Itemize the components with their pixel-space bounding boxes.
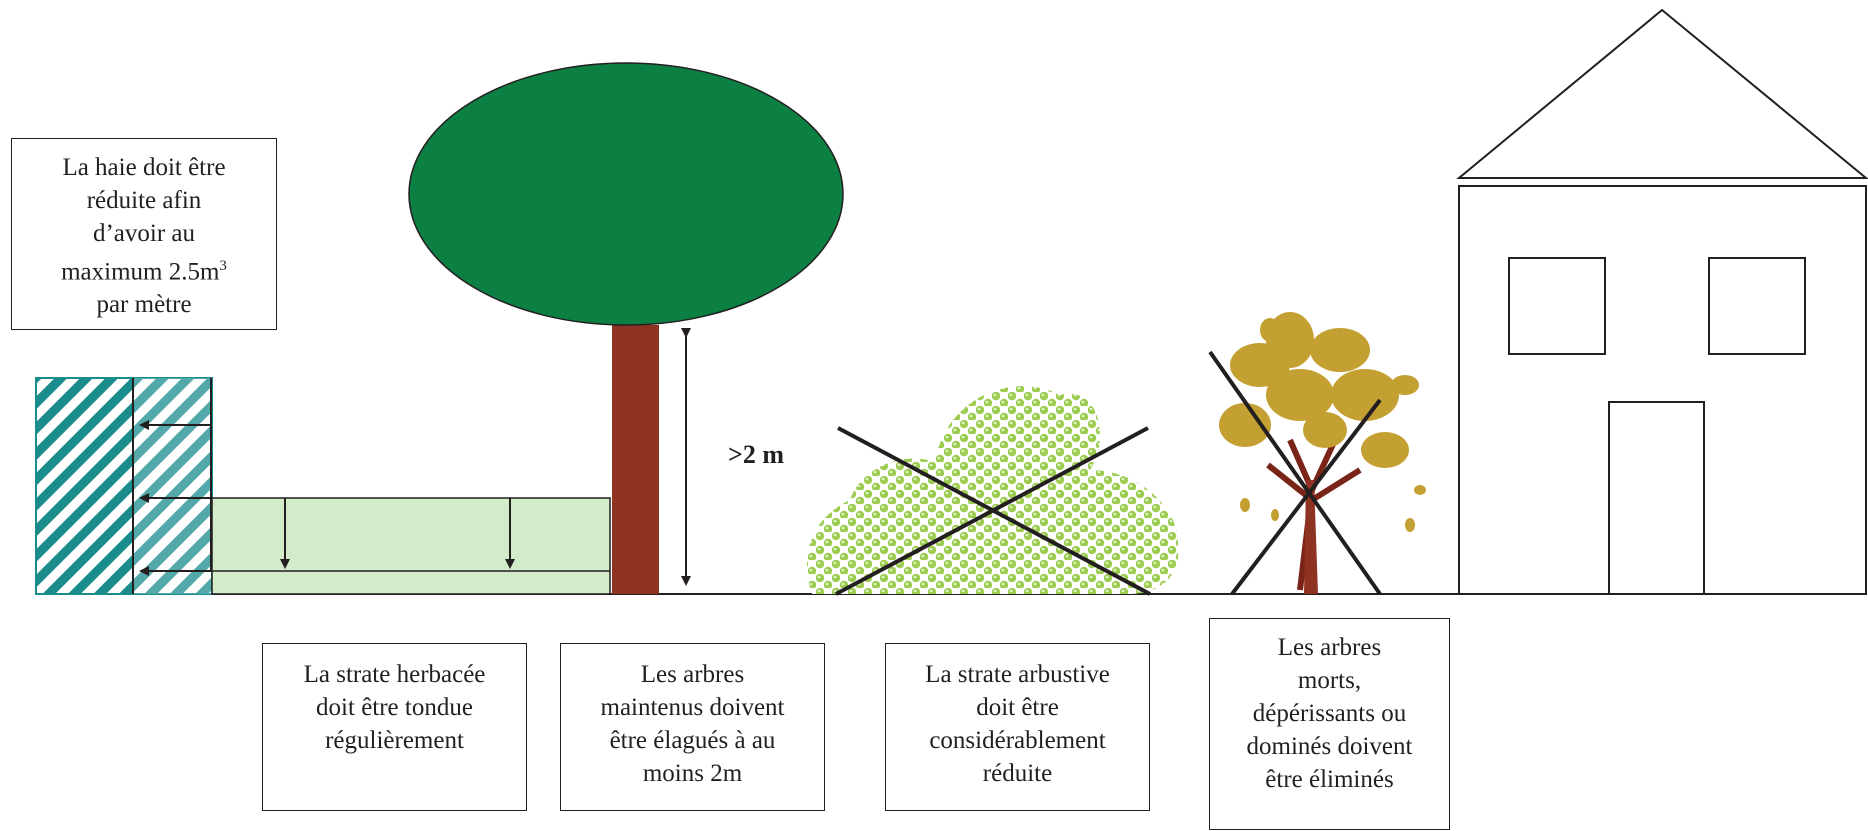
tree-canopy	[408, 62, 844, 326]
house	[1456, 8, 1868, 595]
hedge-reduction-arrows	[139, 378, 212, 576]
shrub	[806, 386, 1179, 594]
shrub-cross	[835, 426, 1151, 596]
hedge	[35, 377, 213, 595]
herbaceous-layer	[211, 497, 611, 595]
maintained-tree	[408, 62, 844, 594]
house-window	[1708, 257, 1806, 355]
house-wall	[1458, 185, 1867, 595]
trees-caption: Les arbres maintenus doivent être élagué…	[560, 643, 825, 811]
hedge-caption: La haie doit être réduite afin d’avoir a…	[11, 138, 277, 330]
herbaceous-caption: La strate herbacée doit être tondue régu…	[262, 643, 527, 811]
tree-trunk	[612, 325, 659, 594]
dead-trees-caption: Les arbres morts, dépérissants ou dominé…	[1209, 618, 1450, 830]
house-door	[1608, 401, 1705, 595]
shrub-caption: La strate arbustive doit être considérab…	[885, 643, 1150, 811]
dead-tree-cross	[1208, 350, 1382, 596]
house-roof	[1456, 8, 1868, 179]
height-label: >2 m	[728, 440, 784, 469]
house-window	[1508, 257, 1606, 355]
dead-tree	[1219, 312, 1426, 594]
